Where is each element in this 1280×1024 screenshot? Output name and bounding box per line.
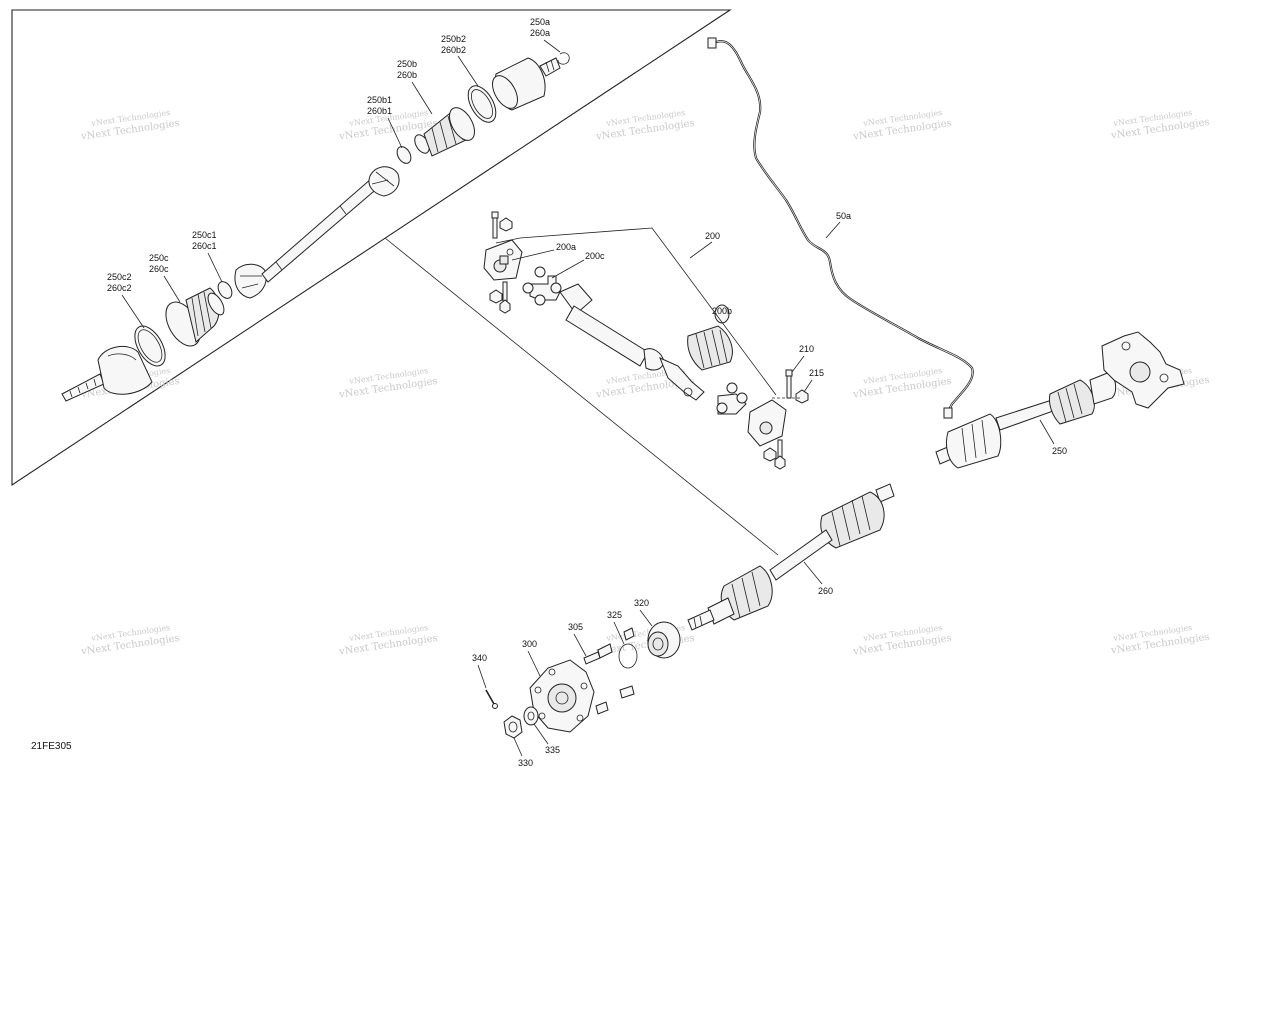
shaft-boot-200b <box>687 304 733 371</box>
sensor-harness-50a: 50a <box>707 37 974 419</box>
callout-320: 320 <box>634 598 649 608</box>
callout-200: 200 <box>705 231 720 241</box>
callout-250c2: 250c2 <box>107 272 132 282</box>
flange-yoke <box>747 399 787 447</box>
callout-260b: 260b <box>397 70 417 80</box>
axle-nut-330 <box>503 715 523 739</box>
propeller-tube <box>559 283 705 401</box>
bolt <box>774 439 786 470</box>
inset-boot-250b <box>414 107 475 157</box>
propeller-shaft-group <box>483 211 809 470</box>
callout-200c: 200c <box>585 251 605 261</box>
bolt <box>491 211 499 239</box>
inset-small-clamp-250b1 <box>396 146 412 164</box>
inset-clamp-ring-250b2 <box>467 85 497 123</box>
callout-260c1: 260c1 <box>192 241 217 251</box>
callout-250b: 250b <box>397 59 417 69</box>
callout-260b1: 260b1 <box>367 106 392 116</box>
inset-frame <box>11 9 732 487</box>
half-shaft-250: 250 <box>935 331 1185 469</box>
callout-335: 335 <box>545 745 560 755</box>
callout-250b1: 250b1 <box>367 95 392 105</box>
inset-inner-cv-housing <box>492 57 561 111</box>
callout-250c: 250c <box>149 253 169 263</box>
callout-210: 210 <box>799 344 814 354</box>
bolt-210 <box>785 369 793 399</box>
callout-305: 305 <box>568 622 583 632</box>
callout-250: 250 <box>1052 446 1067 456</box>
half-shaft-260: 260 <box>687 483 895 631</box>
callout-200b: 200b <box>712 306 732 316</box>
inset-leader-line <box>384 237 779 556</box>
inset-boot-250c <box>165 287 225 347</box>
nut <box>489 289 503 304</box>
hub-callouts: 320 325 305 300 340 335 330 <box>472 598 653 768</box>
nut-215 <box>795 389 809 404</box>
nut <box>499 217 513 232</box>
inset-circlip <box>557 52 570 65</box>
callout-215: 215 <box>809 368 824 378</box>
callout-260c2: 260c2 <box>107 283 132 293</box>
u-joint-cross <box>716 382 748 415</box>
cotter-pin-340 <box>485 689 498 709</box>
wheel-stud <box>595 627 635 715</box>
nut <box>763 447 777 462</box>
knuckle <box>1101 331 1185 409</box>
diagram-code: 21FE305 <box>31 741 72 752</box>
bearing-320 <box>647 621 681 659</box>
callout-200a: 200a <box>556 242 576 252</box>
inset-clamp-ring-250c2 <box>134 325 166 367</box>
inset-axle-explosion <box>61 52 570 402</box>
callout-260a: 260a <box>530 28 550 38</box>
callout-300: 300 <box>522 639 537 649</box>
circlip-325 <box>618 643 638 669</box>
watermark-grid: vNext Technologies vNext Technologies vN… <box>79 108 1210 658</box>
callout-250a: 250a <box>530 17 550 27</box>
washer-335 <box>523 706 539 726</box>
bolt <box>499 281 511 314</box>
callout-330: 330 <box>518 758 533 768</box>
callout-325: 325 <box>607 610 622 620</box>
inset-callouts: 250a 260a 250b2 260b2 250b 260b 250b1 26… <box>107 17 561 329</box>
callout-250b2: 250b2 <box>441 34 466 44</box>
callout-250c1: 250c1 <box>192 230 217 240</box>
wheel-hub-300 <box>529 659 595 733</box>
inset-outer-cv-joint <box>61 345 153 402</box>
callout-340: 340 <box>472 653 487 663</box>
callout-50a: 50a <box>836 211 851 221</box>
u-joint-cross-200c <box>522 266 562 306</box>
propeller-callouts: 200 200a 200c 200b 210 215 <box>511 231 824 393</box>
callout-260c: 260c <box>149 264 169 274</box>
inset-small-clamp-250c1 <box>217 281 233 299</box>
inset-shaft <box>234 166 400 299</box>
wheel-hub-assembly <box>485 621 681 739</box>
wheel-stud-305 <box>583 643 613 665</box>
callout-260b2: 260b2 <box>441 45 466 55</box>
callout-260: 260 <box>818 586 833 596</box>
flange-yoke-200a <box>483 239 523 281</box>
